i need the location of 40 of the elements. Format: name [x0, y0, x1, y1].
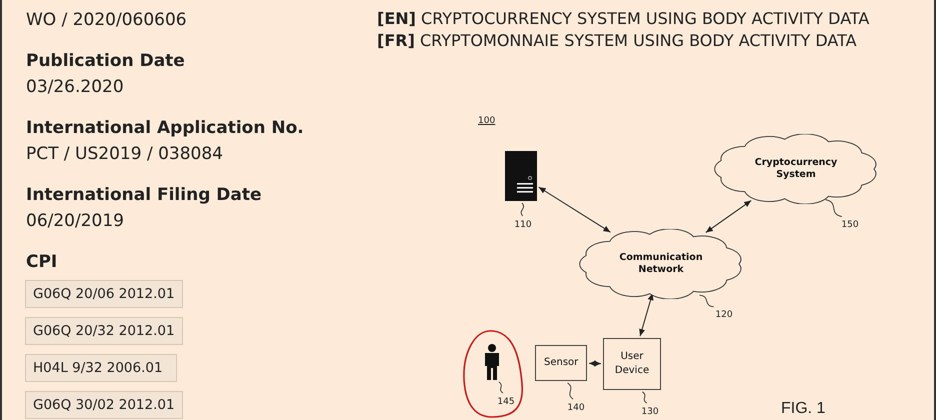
- node-label: Cryptocurrency System: [754, 157, 838, 181]
- process-box: [603, 338, 661, 390]
- figure-reference-number: 100: [478, 116, 496, 126]
- field-heading: International Filing Date: [26, 185, 262, 205]
- node-label: Sensor: [543, 356, 580, 370]
- leader-line: [498, 382, 504, 394]
- cloud-shape: [578, 229, 744, 299]
- leader-line: [642, 391, 648, 404]
- reference-number: 120: [712, 308, 736, 322]
- leader-line: [825, 199, 842, 217]
- reference-number: 110: [511, 218, 535, 232]
- field-heading: Publication Date: [26, 51, 185, 71]
- field-value: WO / 2020/060606: [26, 10, 187, 30]
- reference-number: 140: [564, 401, 588, 415]
- classification-tag: G06Q 30/02 2012.01: [25, 391, 183, 419]
- field-value: 03/26.2020: [26, 77, 124, 97]
- node-label: User Device: [614, 350, 650, 378]
- field-heading: International Application No.: [26, 118, 304, 138]
- node-label: Communication Network: [618, 252, 704, 276]
- leader-line: [699, 294, 714, 308]
- field-value: 06/20/2019: [26, 211, 124, 231]
- title-line: [EN] CRYPTOCURRENCY SYSTEM USING BODY ACTIVITY DATA: [377, 9, 870, 28]
- double-arrow: [538, 186, 611, 233]
- classification-tag: G06Q 20/06 2012.01: [25, 280, 183, 308]
- cloud-shape: [713, 134, 879, 204]
- leader-line: [567, 382, 574, 400]
- process-box: [535, 345, 587, 381]
- field-heading: CPI: [26, 252, 58, 272]
- classification-tag: H04L 9/32 2006.01: [25, 354, 177, 382]
- double-arrow: [639, 292, 654, 337]
- double-arrow: [588, 360, 602, 366]
- double-arrow: [705, 200, 752, 233]
- reference-number: 130: [638, 405, 662, 419]
- classification-tag: G06Q 20/32 2012.01: [25, 317, 183, 345]
- figure-caption: FIG. 1: [781, 400, 826, 418]
- title-line: [FR] CRYPTOMONNAIE SYSTEM USING BODY ACTIVITY DATA: [377, 31, 857, 50]
- leader-line: [520, 202, 524, 216]
- field-value: PCT / US2019 / 038084: [26, 144, 223, 164]
- reference-number: 145: [494, 395, 518, 409]
- reference-number: 150: [838, 218, 862, 232]
